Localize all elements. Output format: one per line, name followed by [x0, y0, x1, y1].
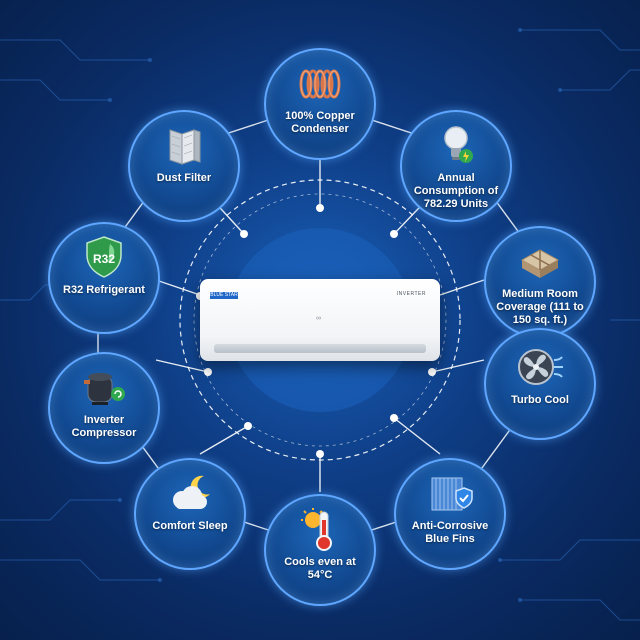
feature-comfort-sleep: Comfort Sleep — [134, 458, 246, 570]
blue-fins-shield-icon — [426, 470, 474, 516]
r32-shield-icon: R32 — [80, 234, 128, 280]
feature-label: Cools even at 54°C — [284, 556, 356, 581]
inverter-badge: INVERTER — [396, 291, 426, 297]
feature-label: Comfort Sleep — [152, 520, 228, 532]
feature-label: Anti-Corrosive Blue Fins — [411, 520, 489, 545]
feature-label: Inverter Compressor — [71, 414, 137, 439]
feature-blue-fins: Anti-Corrosive Blue Fins — [394, 458, 506, 570]
thermometer-sun-icon — [296, 506, 344, 552]
feature-turbo-cool: Turbo Cool — [484, 328, 596, 440]
feature-room-coverage: Medium Room Coverage (111 to 150 sq. ft.… — [484, 226, 596, 338]
light-bulb-icon — [432, 122, 480, 168]
room-floor-plan-icon — [516, 238, 564, 284]
feature-label: Annual Consumption of 782.29 Units — [413, 172, 499, 210]
feature-label: R32 Refrigerant — [63, 284, 145, 296]
dust-filter-icon — [160, 122, 208, 168]
feature-copper-condenser: 100% Copper Condenser — [264, 48, 376, 160]
feature-inverter-compressor: Inverter Compressor — [48, 352, 160, 464]
feature-annual-consumption: Annual Consumption of 782.29 Units — [400, 110, 512, 222]
feature-dust-filter: Dust Filter — [128, 110, 240, 222]
brand-badge: BLUE STAR — [210, 292, 238, 299]
feature-label: Dust Filter — [156, 172, 212, 184]
center-logo-mark: ∞ — [316, 315, 321, 322]
feature-high-temp-cooling: Cools even at 54°C — [264, 494, 376, 606]
r32-text: R32 — [93, 252, 115, 266]
fan-icon — [516, 344, 564, 390]
feature-r32-refrigerant: R32 R32 Refrigerant — [48, 222, 160, 334]
compressor-icon — [80, 364, 128, 410]
air-vent — [214, 344, 426, 353]
copper-coil-icon — [296, 60, 344, 106]
feature-label: Medium Room Coverage (111 to 150 sq. ft.… — [496, 288, 584, 326]
feature-label: 100% Copper Condenser — [285, 110, 355, 135]
feature-label: Turbo Cool — [511, 394, 569, 406]
air-conditioner-unit: BLUE STAR INVERTER ∞ — [200, 279, 440, 361]
moon-cloud-icon — [166, 470, 214, 516]
